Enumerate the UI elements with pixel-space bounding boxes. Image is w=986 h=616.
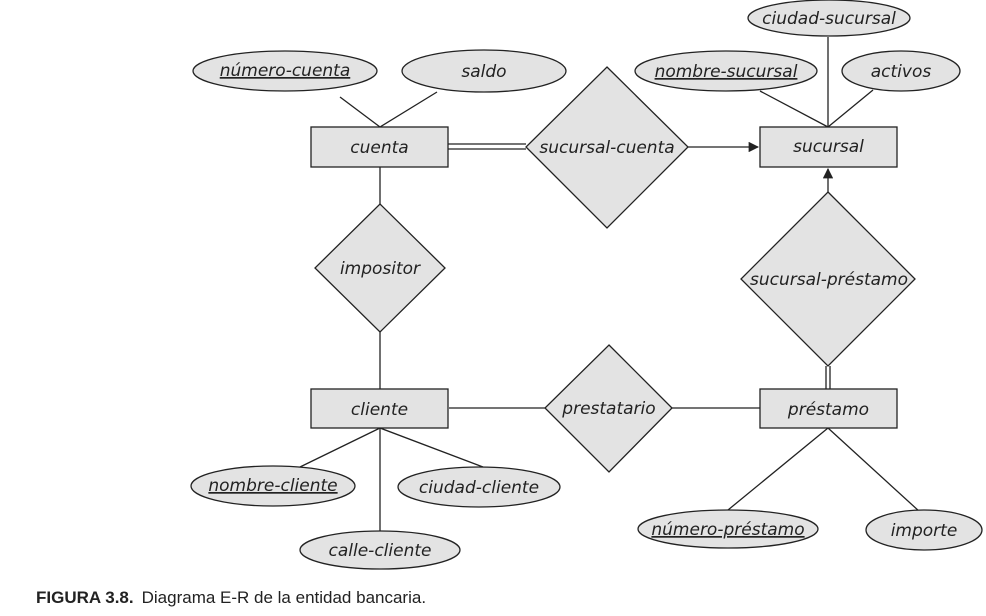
entity-cliente-label: cliente	[351, 400, 408, 420]
attribute-nombre-cliente-label: nombre-cliente	[208, 476, 337, 496]
attribute-importe-label: importe	[891, 521, 958, 541]
relationship-impositor: impositor	[314, 203, 446, 333]
link-numero-cuenta	[339, 96, 381, 128]
link-activos	[827, 89, 874, 128]
attribute-numero-cuenta-label: número-cuenta	[220, 61, 351, 81]
figure-caption: FIGURA 3.8. Diagrama E-R de la entidad ba…	[36, 588, 426, 608]
relationship-sucursal-cuenta-label: sucursal-cuenta	[539, 138, 674, 158]
link-nombre-sucursal	[759, 90, 829, 128]
entity-sucursal: sucursal	[759, 126, 898, 168]
relationship-sucursal-prestamo: sucursal-préstamo	[740, 191, 916, 367]
entity-prestamo: préstamo	[759, 388, 898, 429]
attribute-importe: importe	[865, 509, 983, 551]
attribute-calle-cliente-label: calle-cliente	[329, 541, 432, 561]
er-diagram: cuenta sucursal cliente préstamo sucursa…	[190, 0, 983, 570]
link-numero-prestamo	[727, 427, 829, 511]
figure-number: FIGURA 3.8.	[36, 588, 134, 607]
relationship-sucursal-cuenta: sucursal-cuenta	[525, 66, 689, 229]
entity-cliente: cliente	[310, 388, 449, 429]
entity-cuenta: cuenta	[310, 126, 449, 168]
attribute-numero-prestamo: número-préstamo	[637, 509, 819, 549]
attribute-nombre-sucursal-label: nombre-sucursal	[655, 62, 798, 82]
link-nombre-cliente	[299, 427, 381, 468]
attribute-ciudad-cliente-label: ciudad-cliente	[419, 478, 539, 498]
attribute-ciudad-sucursal-label: ciudad-sucursal	[762, 9, 896, 29]
connector-lines	[299, 37, 921, 532]
entity-prestamo-label: préstamo	[787, 400, 869, 420]
attribute-numero-cuenta: número-cuenta	[192, 50, 378, 92]
relationship-sucursal-prestamo-label: sucursal-préstamo	[750, 270, 908, 290]
link-ciudad-cliente	[379, 427, 484, 468]
entity-sucursal-label: sucursal	[793, 137, 864, 157]
attribute-activos: activos	[841, 50, 961, 92]
attribute-nombre-sucursal: nombre-sucursal	[634, 50, 818, 92]
attribute-ciudad-sucursal: ciudad-sucursal	[747, 0, 911, 37]
entity-cuenta-label: cuenta	[350, 138, 408, 158]
attribute-calle-cliente: calle-cliente	[299, 530, 461, 570]
attribute-numero-prestamo-label: número-préstamo	[651, 520, 804, 540]
relationship-prestatario: prestatario	[544, 344, 673, 473]
relationship-impositor-label: impositor	[340, 259, 421, 279]
link-importe	[827, 427, 921, 513]
relationship-prestatario-label: prestatario	[561, 399, 655, 419]
attribute-saldo: saldo	[401, 49, 567, 93]
figure-caption-text: Diagrama E-R de la entidad bancaria.	[141, 588, 427, 607]
attribute-activos-label: activos	[871, 62, 932, 82]
attribute-nombre-cliente: nombre-cliente	[190, 465, 356, 507]
attribute-ciudad-cliente: ciudad-cliente	[397, 466, 561, 508]
link-saldo	[379, 91, 438, 128]
attribute-saldo-label: saldo	[461, 62, 506, 82]
